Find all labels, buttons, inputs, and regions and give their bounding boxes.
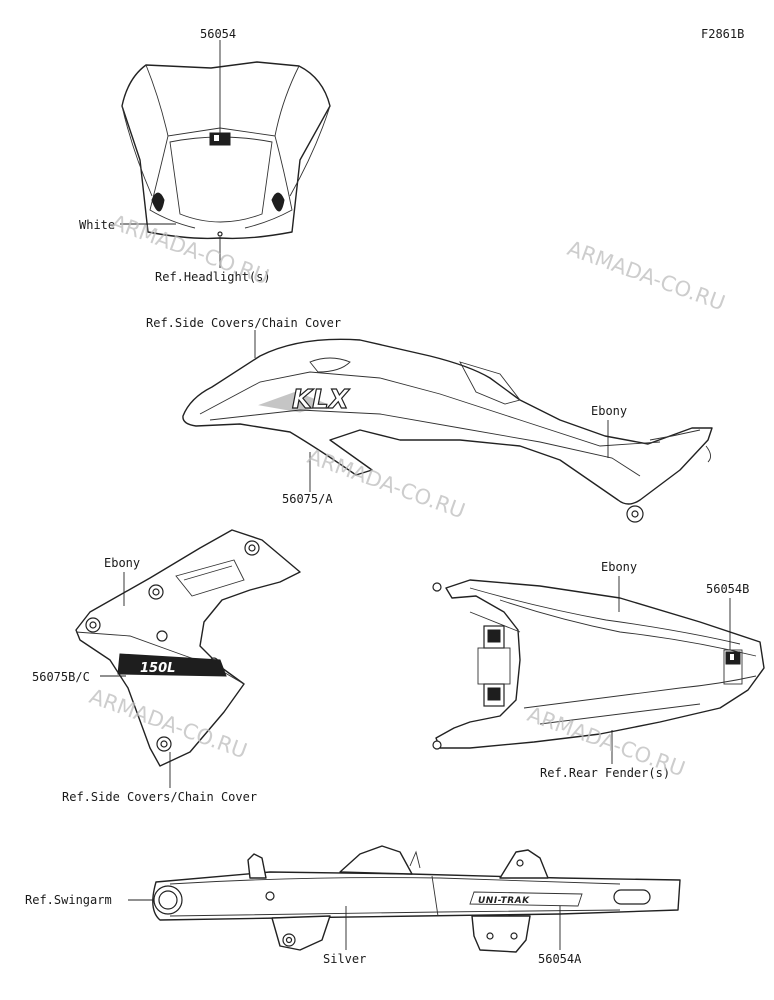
swingarm-part-number: 56054A	[538, 952, 582, 966]
model-decal: 150L	[140, 661, 175, 676]
swingarm: UNI-TRAK	[152, 845, 681, 953]
headlight-part-number: 56054	[200, 27, 236, 41]
fender-ref-label: Ref.Rear Fender(s)	[540, 766, 670, 780]
shroud-ref-label: Ref.Side Covers/Chain Cover	[62, 790, 257, 804]
swingarm-color-label: Silver	[323, 952, 366, 966]
side-cover: KLX	[182, 338, 713, 523]
headlight-color-label: White	[79, 218, 115, 232]
watermark-2: ARMADA-CO.RU	[564, 236, 728, 315]
headlight-ref-label: Ref.Headlight(s)	[155, 270, 271, 284]
fender-part-number: 56054B	[706, 582, 749, 596]
shroud-color-label: Ebony	[104, 556, 140, 570]
shroud-part-number: 56075B/C	[32, 670, 90, 684]
rear-fender	[432, 579, 765, 750]
radiator-shroud: 150L	[75, 529, 301, 767]
side-cover-part-number: 56075/A	[282, 492, 333, 506]
side-cover-ref-label: Ref.Side Covers/Chain Cover	[146, 316, 341, 330]
klx-decal: KLX	[292, 385, 351, 415]
figure-code: F2861B	[701, 27, 744, 41]
unitrak-decal: UNI-TRAK	[478, 896, 530, 906]
swingarm-ref-label: Ref.Swingarm	[25, 893, 112, 907]
fender-color-label: Ebony	[601, 560, 637, 574]
side-cover-color-label: Ebony	[591, 404, 627, 418]
kawasaki-logo-icon	[209, 132, 231, 146]
headlight-cowl	[121, 61, 331, 240]
watermark-3: ARMADA-CO.RU	[304, 444, 468, 523]
